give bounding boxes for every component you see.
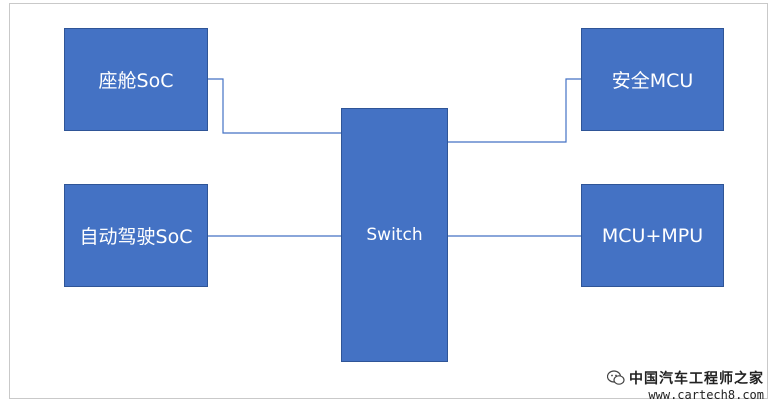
watermark-name: 中国汽车工程师之家 <box>629 371 764 387</box>
wechat-icon <box>606 370 625 386</box>
mcu-mpu-box: MCU+MPU <box>581 184 724 287</box>
switch-label: Switch <box>366 225 423 245</box>
cockpit-soc-box: 座舱SoC <box>64 28 208 131</box>
adas-soc-label: 自动驾驶SoC <box>79 226 193 248</box>
watermark-url[interactable]: www.cartech8.com <box>648 388 764 402</box>
safety-mcu-label: 安全MCU <box>611 70 694 92</box>
adas-soc-box: 自动驾驶SoC <box>64 184 208 287</box>
mcu-mpu-label: MCU+MPU <box>601 224 704 247</box>
link-switch-safety <box>448 78 581 143</box>
link-cockpit-switch <box>208 78 341 134</box>
cockpit-soc-label: 座舱SoC <box>98 70 174 92</box>
safety-mcu-box: 安全MCU <box>581 28 724 131</box>
watermark-title-row: 中国汽车工程师之家 <box>606 368 764 388</box>
switch-box: Switch <box>341 108 448 362</box>
watermark: 中国汽车工程师之家 www.cartech8.com <box>606 368 764 402</box>
